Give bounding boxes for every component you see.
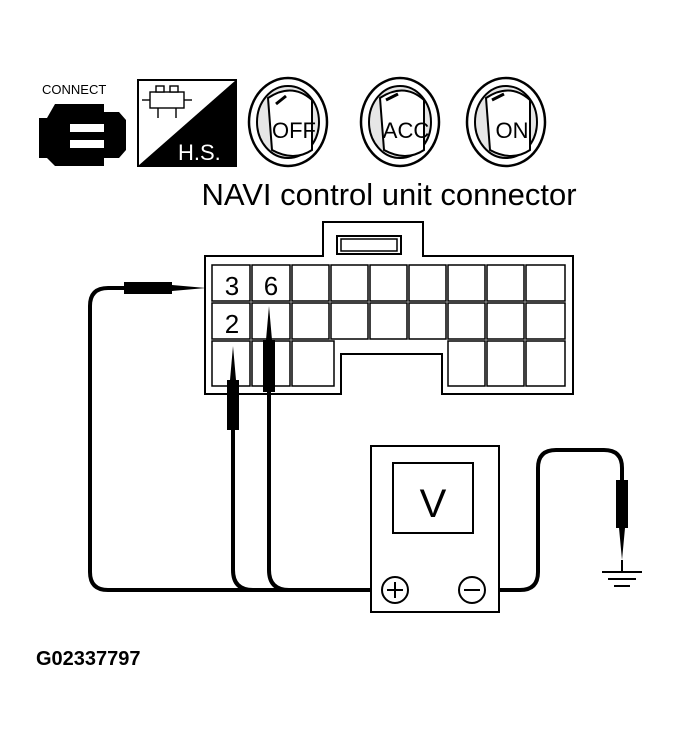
harness-side-label: H.S. bbox=[178, 140, 221, 165]
probe-terminal-6 bbox=[263, 306, 275, 392]
probe-terminal-3 bbox=[124, 282, 206, 294]
ignition-key-on-icon: ON bbox=[465, 76, 547, 168]
harness-side-icon: H.S. bbox=[137, 79, 237, 167]
probe-ground bbox=[616, 480, 628, 560]
ground-icon bbox=[602, 560, 642, 587]
connector-title: NAVI control unit connector bbox=[201, 177, 576, 212]
figure-id: G02337797 bbox=[36, 648, 141, 670]
key-off-label: OFF bbox=[272, 118, 316, 143]
key-on-label: ON bbox=[496, 118, 529, 143]
voltmeter: V bbox=[370, 445, 500, 613]
terminal-6-label: 6 bbox=[264, 271, 278, 301]
ignition-key-off-icon: OFF bbox=[247, 76, 329, 168]
terminal-2-label: 2 bbox=[225, 309, 239, 339]
voltmeter-display: V bbox=[420, 482, 447, 526]
ignition-key-acc-icon: ACC bbox=[359, 76, 441, 168]
test-leads bbox=[88, 286, 624, 592]
lead-ground bbox=[485, 448, 624, 592]
connector-connect-icon: CONNECT bbox=[39, 82, 126, 166]
lead-terminal-2 bbox=[231, 428, 390, 592]
lead-terminal-6 bbox=[267, 390, 390, 592]
lead-terminal-3 bbox=[88, 286, 390, 592]
key-acc-label: ACC bbox=[383, 118, 430, 143]
probe-terminal-2 bbox=[227, 346, 239, 430]
terminal-3-label: 3 bbox=[225, 271, 239, 301]
navi-connector: 3 6 2 bbox=[204, 221, 574, 395]
connect-label: CONNECT bbox=[42, 82, 106, 97]
